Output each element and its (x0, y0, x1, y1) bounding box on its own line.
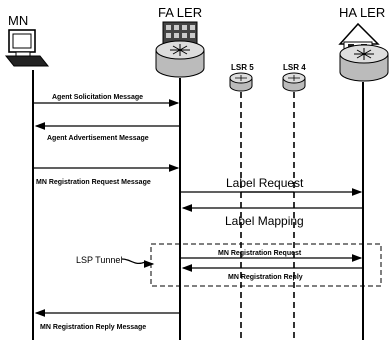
mn-registration-request-message-label: MN Registration Request Message (36, 179, 151, 186)
lsr4-label: LSR 4 (283, 63, 306, 72)
router-icon (230, 73, 252, 91)
router-with-house-icon (340, 24, 388, 81)
mn-registration-reply-message-label: MN Registration Reply Message (40, 324, 146, 331)
label-request-label: Label Request (226, 176, 304, 190)
computer-icon (6, 30, 48, 66)
tunnel-registration-request-label: MN Registration Request (218, 250, 302, 257)
mn-label: MN (8, 13, 28, 28)
label-mapping-label: Label Mapping (225, 214, 304, 228)
agent-advertisement-label: Agent Advertisement Message (47, 135, 149, 142)
router-icon (283, 73, 305, 91)
router-with-building-icon (156, 22, 204, 77)
agent-solicitation-label: Agent Solicitation Message (52, 94, 143, 101)
ha-ler-label: HA LER (339, 5, 385, 20)
fa-ler-label: FA LER (158, 5, 202, 20)
lsp-tunnel-label: LSP Tunnel (76, 255, 122, 265)
tunnel-registration-reply-label: MN Registration Reply (228, 274, 303, 281)
lsp-tunnel-pointer (122, 259, 153, 264)
lsr5-label: LSR 5 (231, 63, 254, 72)
